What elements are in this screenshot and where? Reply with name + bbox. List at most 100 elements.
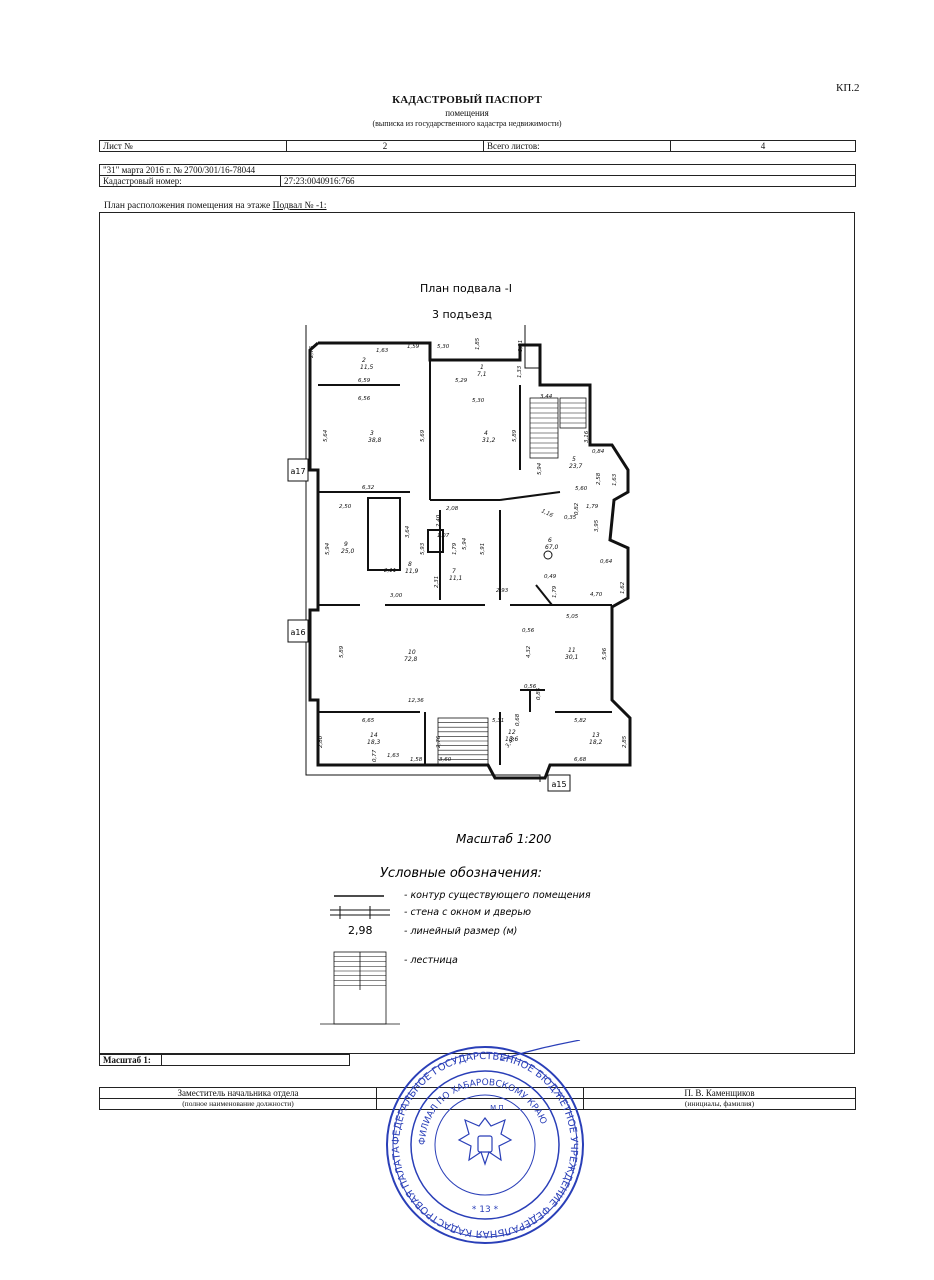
stamp-ring (434, 1094, 536, 1196)
dim: 0,85 (536, 687, 542, 700)
dim: 5,30 (437, 344, 450, 350)
dim: 2,31 (434, 576, 440, 588)
dim: 6,32 (362, 485, 375, 491)
sheet-table: Лист № 2 Всего листов: 4 (99, 140, 856, 152)
dim: 0,64 (600, 559, 613, 565)
sheet-number: 2 (286, 140, 484, 152)
signer-position: Заместитель начальника отдела (99, 1087, 377, 1099)
document-note: (выписка из государственного кадастра не… (372, 119, 562, 128)
dim: 6,56 (358, 396, 371, 402)
legend-wall-sample (330, 906, 390, 919)
column (543, 550, 553, 560)
dim: 5,29 (455, 378, 468, 384)
stamp-rings (386, 1046, 584, 1244)
document-code: КП.2 (836, 82, 860, 94)
dim: 5,96 (602, 647, 608, 660)
dim: 0,56 (524, 684, 537, 690)
dim: 5,91 (480, 543, 486, 555)
stamp-mp: М.П. (490, 1104, 506, 1112)
document-subtitle: помещения (445, 108, 489, 118)
room-no: 3 (370, 430, 374, 437)
room-no: 11 (568, 647, 576, 654)
axis-labels: а17 а16 а15 (287, 458, 571, 792)
dim: 4,32 (526, 645, 532, 658)
room-no: 6 (548, 537, 552, 544)
dim: 3,95 (594, 519, 600, 532)
dim: 5,89 (339, 645, 345, 658)
sheet-label: Лист № (99, 140, 287, 152)
dim: 1,58 (410, 757, 423, 763)
axis-box (287, 619, 309, 643)
scale-table: Масштаб 1: (99, 1054, 350, 1066)
dim: 3,44 (540, 394, 553, 400)
dim: 5,93 (420, 542, 426, 555)
dim: 4,70 (590, 592, 603, 598)
legend-stair-sample (320, 951, 400, 1025)
room-no: 7 (452, 568, 456, 575)
axis-a15: а15 (551, 780, 566, 789)
legend-title: Условные обозначения: (380, 866, 542, 881)
room-area: 7,1 (477, 371, 487, 378)
axis-box (547, 774, 571, 792)
room-no: 9 (344, 541, 348, 548)
legend-item-text: - контур существующего помещения (404, 890, 591, 901)
wall (367, 497, 401, 571)
dim: 0,91 (518, 340, 524, 352)
signer-position-note: (полное наименование должности) (99, 1098, 377, 1110)
dim: 0,68 (515, 713, 521, 726)
stamp-ring (386, 1046, 584, 1244)
eagle-emblem-icon (457, 1117, 513, 1166)
dim: 5,64 (323, 429, 329, 442)
dim: 3,64 (405, 525, 411, 538)
dim: 0,82 (574, 502, 580, 515)
outer-walls (305, 325, 632, 782)
plan-caption-label: План расположения помещения на этаже (104, 201, 271, 211)
dim: 2,11 (384, 568, 396, 574)
dim: 2,58 (596, 472, 602, 485)
signature-stroke (499, 1040, 581, 1061)
dim: 3,16 (584, 430, 590, 443)
cad-label: Кадастровый номер: (99, 175, 281, 187)
dim: 1,16 (540, 508, 554, 519)
room-no: 12 (508, 729, 516, 736)
legend-dimension-sample: 2,98 (348, 924, 373, 937)
room-no: 1 (480, 364, 484, 371)
dim: 5,05 (566, 614, 579, 620)
signer-name-note: (инициалы, фамилия) (583, 1098, 856, 1110)
room-area: 38,8 (368, 437, 382, 444)
legend: - контур существующего помещения - стена… (320, 890, 591, 1025)
dim: 0,35 (564, 515, 577, 521)
room-no: 14 (370, 732, 378, 739)
footer-scale-value (161, 1054, 350, 1066)
room-no: 5 (572, 456, 576, 463)
room-area: 15,6 (505, 736, 519, 743)
room-no: 10 (408, 649, 416, 656)
room-no: 4 (484, 430, 488, 437)
room-area: 72,8 (404, 656, 418, 663)
stamp-ring (410, 1070, 560, 1220)
cad-number: 27:23:0040916:766 (280, 175, 856, 187)
official-stamp: ФЕДЕРАЛЬНОЕ ГОСУДАРСТВЕННОЕ БЮДЖЕТНОЕ УЧ… (386, 1040, 584, 1244)
room-area: 67,0 (545, 544, 559, 551)
legend-item-text: - стена с окном и дверью (404, 907, 531, 918)
footer-scale-label: Масштаб 1: (99, 1054, 162, 1066)
legend-item-text: - лестница (404, 955, 458, 966)
room-no: 2 (362, 357, 366, 364)
dim: 5,94 (325, 542, 331, 555)
plan-entrance: 3 подъезд (432, 308, 492, 321)
wall (535, 584, 553, 606)
dim: 0,77 (372, 749, 378, 762)
axis-a16: а16 (290, 628, 305, 637)
dim: 6,59 (358, 378, 371, 384)
axis-a17: а17 (290, 467, 305, 476)
plan-scale: Масштаб 1:200 (456, 832, 552, 846)
sheet-total: 4 (670, 140, 856, 152)
dim: 2,80 (318, 735, 324, 748)
dim: 0,49 (544, 574, 557, 580)
dim: 1,79 (552, 585, 558, 598)
dim: 3,00 (390, 593, 403, 599)
dim: 2,50 (339, 504, 352, 510)
room-area: 18,3 (367, 739, 381, 746)
dim: 5,30 (472, 398, 485, 404)
room-no: 13 (592, 732, 600, 739)
